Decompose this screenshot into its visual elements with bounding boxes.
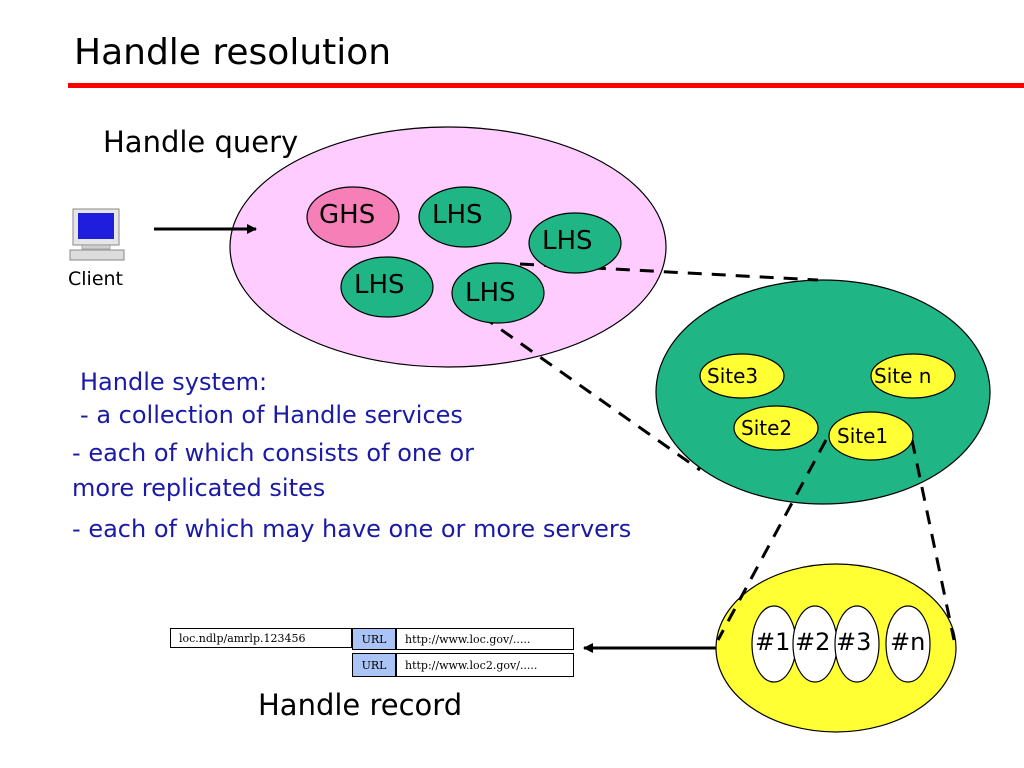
bullet-dash: - [72, 439, 81, 467]
site1-label: Site1 [837, 424, 889, 448]
site-node [699, 353, 785, 399]
server2-label: #2 [795, 628, 831, 656]
lhs-label: LHS [542, 226, 593, 256]
server-node [834, 605, 880, 683]
dashed-connector [461, 300, 701, 472]
lhs-node [451, 262, 545, 324]
lhs-label: LHS [465, 278, 516, 308]
ghs-label: GHS [319, 200, 376, 230]
dashed-connector [910, 439, 956, 641]
title-rule [68, 83, 1024, 88]
computer-icon [69, 208, 125, 261]
bullet-dash: - [72, 515, 81, 543]
lhs-node [528, 212, 622, 274]
record-value-cell: http://www.loc.gov/..... [396, 628, 574, 650]
site3-label: Site3 [707, 364, 759, 388]
site-node [870, 353, 956, 399]
lhs-label: LHS [354, 270, 405, 300]
record-value-cell: http://www.loc2.gov/..... [396, 653, 574, 677]
server3-label: #3 [836, 628, 872, 656]
site2-label: Site2 [741, 416, 793, 440]
description-line-2: - each of which consists of one or [72, 439, 474, 467]
server1-label: #1 [755, 628, 791, 656]
client-label: Client [68, 268, 124, 290]
site-n-label: Site n [874, 364, 932, 388]
handle-query-label: Handle query [103, 125, 299, 159]
bullet-dash: - [80, 401, 89, 429]
handle-system-ellipse [229, 126, 667, 368]
record-type-cell: URL [352, 653, 396, 677]
site-node [828, 411, 914, 461]
lhs-node [340, 256, 434, 318]
description-text: each of which consists of one or [88, 439, 475, 467]
description-line-1: - a collection of Handle services [80, 401, 463, 429]
server-n-label: #n [890, 628, 926, 656]
site-node [733, 405, 819, 451]
page-title: Handle resolution [74, 32, 392, 73]
description-text: each of which may have one or more serve… [88, 515, 632, 543]
description-heading: Handle system: [80, 368, 268, 396]
lhs-label: LHS [432, 200, 483, 230]
dashed-connector [716, 439, 828, 641]
record-handle-cell: loc.ndlp/amrlp.123456 [170, 628, 352, 648]
description-line-3: - each of which may have one or more ser… [72, 515, 631, 543]
description-text: a collection of Handle services [96, 401, 463, 429]
server-node [885, 605, 931, 683]
handle-record-label: Handle record [258, 688, 463, 722]
ghs-node [306, 186, 400, 248]
description-line-2b: more replicated sites [72, 474, 326, 502]
lhs-node [418, 186, 512, 248]
record-type-cell: URL [352, 628, 396, 650]
